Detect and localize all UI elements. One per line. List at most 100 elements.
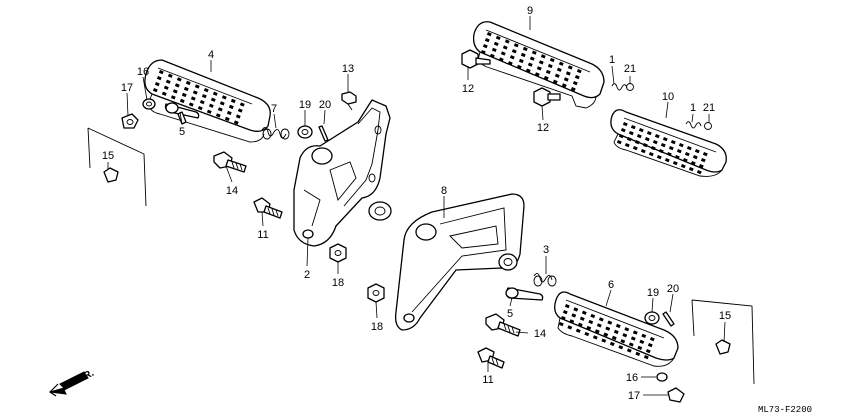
rubber-pad-nub — [645, 349, 651, 354]
rubber-pad-nub — [163, 85, 169, 90]
rubber-pad-nub — [190, 96, 196, 101]
rubber-pad-nub — [228, 104, 234, 110]
callout-18: 18 — [371, 321, 383, 333]
rubber-pad-nub — [628, 342, 634, 347]
rubber-pad-nub — [221, 95, 227, 100]
rubber-pad-nub — [529, 56, 535, 61]
rubber-pad-nub — [224, 116, 230, 122]
spring-1-upper — [611, 83, 628, 91]
rubber-pad-nub — [624, 327, 630, 332]
rubber-pad-nub — [504, 39, 510, 44]
rubber-pad-nub — [572, 80, 578, 86]
rubber-pad-nub — [552, 79, 558, 84]
rubber-pad-nub — [165, 79, 171, 84]
callout-18: 18 — [332, 277, 344, 289]
callout-5: 5 — [507, 308, 513, 320]
callout-6: 6 — [608, 279, 614, 291]
rubber-pad-nub — [534, 72, 540, 77]
rubber-pad-nub — [482, 43, 488, 49]
rubber-pad-nub — [188, 102, 194, 107]
cap-15-right — [715, 339, 731, 355]
rubber-pad-nub — [680, 163, 686, 169]
rubber-pad-nub — [616, 139, 622, 145]
rubber-pad-nub — [646, 131, 652, 136]
callout-1: 1 — [609, 54, 615, 66]
rubber-pad-nub — [698, 164, 704, 169]
callout-12: 12 — [462, 83, 474, 95]
rubber-pad-nub — [185, 80, 191, 86]
rubber-pad-nub — [670, 140, 676, 145]
rubber-pad-nub — [560, 316, 566, 321]
rubber-pad-nub — [581, 310, 587, 315]
rubber-pad-nub — [237, 108, 243, 113]
rubber-pad-nub — [158, 70, 164, 75]
rubber-pad-nub — [217, 107, 223, 112]
rubber-pad-nub — [511, 49, 517, 54]
rubber-pad-nub — [702, 151, 708, 157]
callout-1: 1 — [690, 102, 696, 114]
front-direction-arrow: FR. — [49, 368, 96, 397]
rubber-pad-nub — [642, 143, 648, 148]
rubber-pad-nub — [495, 35, 501, 40]
rubber-pad-nub — [197, 105, 203, 111]
rubber-pad-nub — [639, 339, 645, 344]
rubber-pad-nub — [556, 67, 562, 72]
rubber-pad-nub — [219, 101, 225, 106]
callout-19: 19 — [299, 99, 311, 111]
rubber-pad-nub — [549, 57, 555, 63]
nut-18-right — [367, 283, 385, 303]
bolt-17-right — [667, 387, 685, 403]
rubber-pad-nub — [644, 136, 650, 142]
rubber-pad-nub — [643, 354, 649, 360]
rubber-pad-nub — [672, 160, 678, 166]
rubber-pad-nub — [586, 325, 592, 331]
rubber-pad-nub — [630, 125, 636, 130]
rubber-pad-nub — [656, 154, 662, 160]
leader-lines — [107, 16, 726, 396]
rubber-pad-nub — [545, 69, 551, 75]
ring-21-lower — [704, 122, 712, 130]
rubber-pad-nub — [588, 319, 594, 325]
rubber-pad-nub — [648, 151, 654, 157]
rubber-pad-nub — [647, 343, 653, 348]
rubber-pad-nub — [509, 55, 515, 60]
rubber-pad-nub — [674, 155, 680, 160]
footpeg-4 — [144, 59, 271, 143]
callout-20: 20 — [667, 283, 679, 295]
rubber-pad-nub — [641, 333, 647, 338]
rubber-pad-nub — [201, 94, 207, 99]
rubber-pad-nub — [502, 45, 508, 50]
rubber-pad-nub — [634, 140, 640, 145]
callout-11: 11 — [482, 374, 493, 386]
rubber-pad-nub — [573, 307, 579, 312]
callout-19: 19 — [647, 287, 659, 299]
rubber-pad-nub — [522, 46, 528, 52]
rubber-pad-nub — [167, 73, 173, 78]
rubber-pad-nub — [210, 97, 216, 102]
nut-18-left — [329, 243, 347, 263]
rubber-pad-nub — [513, 43, 519, 48]
bolt-11-right — [477, 347, 505, 369]
rubber-pad-nub — [637, 345, 643, 350]
rubber-pad-nub — [239, 102, 245, 107]
rubber-pad-nub — [654, 134, 660, 139]
rubber-pad-nub — [579, 316, 585, 321]
rubber-pad-nub — [554, 73, 560, 78]
rubber-pad-nub — [688, 166, 694, 172]
cotter-20-left — [318, 125, 329, 142]
rubber-pad-nub — [498, 57, 504, 62]
rubber-pad-nub — [569, 319, 575, 324]
bolt-11-left — [253, 197, 283, 219]
rubber-pad-nub — [486, 31, 492, 37]
callout-7: 7 — [271, 103, 277, 115]
rubber-pad-nub — [630, 336, 636, 341]
rubber-pad-nub — [700, 158, 706, 163]
rubber-pad-nub — [233, 120, 239, 125]
rubber-pad-nub — [626, 137, 632, 142]
callout-17: 17 — [628, 390, 640, 402]
rubber-pad-nub — [576, 69, 582, 74]
rubber-pad-nub — [491, 47, 497, 52]
spring-7 — [261, 127, 290, 140]
spring-3 — [533, 273, 557, 287]
